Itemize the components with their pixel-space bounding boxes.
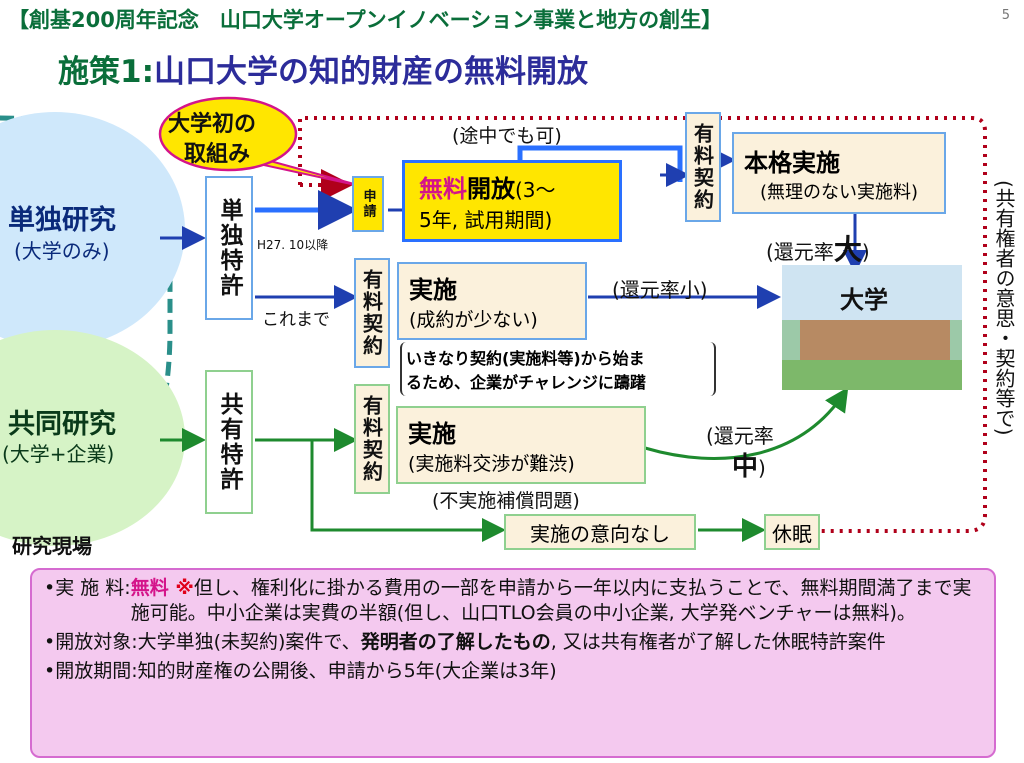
solo-patent-box: 単独特許 [205, 176, 253, 320]
joint-research-sub: (大学+企業) [2, 442, 115, 466]
notes-box: •実 施 料: 無料 ※但し、権利化に掛かる費用の一部を申請から一年以内に支払う… [30, 568, 996, 758]
callout-line1: 大学初の [168, 112, 257, 137]
note-fee-highlight: 無料 [130, 577, 169, 599]
solo-research-sub: (大学のみ) [14, 239, 110, 263]
note-period: •開放期間: 知的財産権の公開後、申請から5年(大企業は3年) [44, 659, 982, 684]
university-label: 大学 [840, 286, 888, 314]
research-field-label: 研究現場 [12, 534, 92, 558]
return-small-label: (還元率小) [612, 278, 708, 302]
impl1-box: 実施 (成約が少ない) [397, 262, 587, 340]
note-period-label: •開放期間: [44, 660, 138, 682]
impl2-sub: (実施料交渉が難渋) [408, 453, 575, 475]
contract-mid-label: 有料契約 [359, 269, 384, 357]
before-label: これまで [262, 310, 330, 330]
dotted-enclosure [298, 116, 987, 533]
impl1-title: 実施 [409, 276, 457, 304]
return-mid-line1: (還元率 [706, 424, 774, 448]
callout-line2: 取組み [184, 142, 251, 167]
right-vertical-note: (共有権者の意思・契約等で) [992, 180, 1016, 436]
note-target-text: , 又は共有権者が了解した休眠特許案件 [550, 631, 886, 653]
callout-bubble [158, 96, 298, 172]
solo-patent-label: 単独特許 [216, 198, 242, 298]
full-impl-box: 本格実施 (無理のない実施料) [732, 132, 946, 214]
arrow-patent-to-no-intent [310, 440, 506, 542]
joint-patent-box: 共有特許 [205, 370, 253, 514]
return-large-label: (還元率大) [766, 233, 870, 266]
free-main: 開放 [467, 175, 515, 203]
contract-low-label: 有料契約 [359, 395, 384, 483]
midway-label: (途中でも可) [452, 125, 562, 147]
note-target-pre: 大学単独(未契約)案件で、 [137, 631, 361, 653]
solo-research-ellipse [0, 112, 185, 348]
note-fee: •実 施 料: 無料 ※但し、権利化に掛かる費用の一部を申請から一年以内に支払う… [44, 576, 982, 626]
page-number: 5 [1001, 8, 1010, 23]
note-target: •開放対象: 大学単独(未契約)案件で、発明者の了解したもの, 又は共有権者が了… [44, 630, 982, 655]
free-highlight: 無料 [419, 175, 467, 203]
hesitate-line1: いきなり契約(実施料等)から始ま [406, 349, 645, 368]
subtitle-text: 山口大学の知的財産の無料開放 [153, 54, 588, 90]
contract-top-label: 有料契約 [690, 123, 715, 211]
impl1-sub: (成約が少ない) [409, 309, 538, 331]
joint-research-ellipse [0, 330, 185, 546]
return-mid-line2: 中) [732, 452, 766, 482]
impl2-title: 実施 [408, 420, 456, 448]
return-mid-big: 中 [732, 452, 759, 482]
apply-label: 申請 [360, 189, 376, 219]
joint-research-title: 共同研究 [8, 409, 116, 440]
full-impl-sub: (無理のない実施料) [759, 181, 919, 203]
note-period-text: 知的財産権の公開後、申請から5年(大企業は3年) [137, 660, 557, 682]
free-rest2: 5年, 試用期間) [419, 208, 553, 232]
apply-box: 申請 [352, 176, 384, 232]
no-compensation-label: (不実施補償問題) [432, 490, 580, 512]
hesitate-line2: るため、企業がチャレンジに躊躇 [406, 373, 646, 392]
impl2-box: 実施 (実施料交渉が難渋) [396, 406, 646, 484]
free-rest1: (3〜 [515, 178, 556, 202]
contract-low-box: 有料契約 [354, 384, 390, 494]
no-intent-box: 実施の意向なし [504, 514, 696, 550]
date-label: H27. 10以降 [257, 238, 329, 252]
note-fee-mark: ※ [168, 577, 194, 599]
note-fee-label: •実 施 料: [44, 577, 131, 599]
joint-patent-label: 共有特許 [216, 392, 242, 492]
hesitate-note: いきなり契約(実施料等)から始ま るため、企業がチャレンジに躊躇 [400, 342, 716, 396]
arrow-impl2-to-university [644, 386, 849, 460]
dormant-box: 休眠 [764, 514, 820, 550]
subtitle-prefix: 施策1: [58, 54, 154, 90]
full-impl-title: 本格実施 [744, 148, 840, 177]
note-fee-text: 但し、権利化に掛かる費用の一部を申請から一年以内に支払うことで、無料期間満了まで… [130, 577, 972, 624]
slide-header: 【創基200周年記念 山口大学オープンイノベーション事業と地方の創生】 [8, 8, 723, 32]
return-large-big: 大 [833, 233, 862, 266]
note-target-label: •開放対象: [44, 631, 138, 653]
free-open-box: 無料開放(3〜 5年, 試用期間) [402, 160, 622, 242]
note-target-bold: 発明者の了解したもの [360, 631, 551, 653]
slide-subtitle: 施策1:山口大学の知的財産の無料開放 [58, 46, 588, 91]
contract-mid-box: 有料契約 [354, 258, 390, 368]
contract-top-box: 有料契約 [685, 112, 721, 222]
solo-research-title: 単独研究 [8, 205, 116, 236]
